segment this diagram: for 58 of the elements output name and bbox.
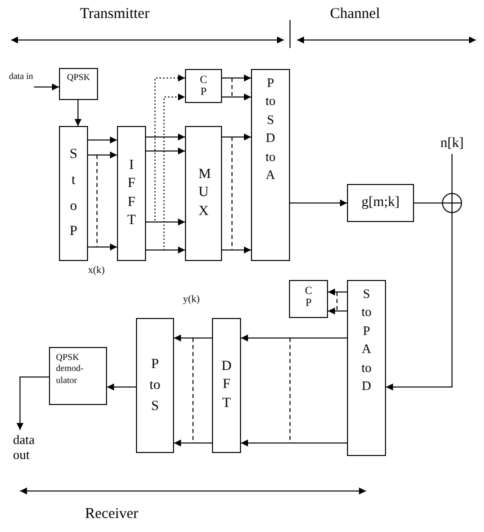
arrow xyxy=(146,218,186,226)
block-label: g[m;k] xyxy=(361,195,400,211)
block-label: C P xyxy=(198,74,208,98)
arrow xyxy=(222,94,252,100)
arrow xyxy=(328,308,348,314)
block-label: QPSK demod- ulator xyxy=(56,352,84,386)
arrow xyxy=(146,74,186,222)
arrow xyxy=(88,244,118,250)
process-box xyxy=(251,69,290,261)
process-box xyxy=(347,280,386,456)
process-box xyxy=(136,318,174,453)
block-label: S t o P xyxy=(68,146,78,242)
arrow xyxy=(88,136,118,144)
arrow xyxy=(146,94,186,250)
arrow xyxy=(328,288,348,296)
arrow xyxy=(146,148,186,154)
arrow xyxy=(240,440,348,446)
arrow xyxy=(222,246,252,254)
arrow xyxy=(106,384,136,390)
arrow xyxy=(34,84,60,90)
adder-circle xyxy=(442,193,462,213)
arrow xyxy=(88,152,118,158)
arrow xyxy=(386,212,452,390)
arrow xyxy=(74,100,82,126)
block-label: QPSK xyxy=(66,73,90,83)
block-label: I F F T xyxy=(126,157,136,230)
arrow xyxy=(222,134,252,140)
arrow xyxy=(16,376,50,430)
process-box xyxy=(185,69,222,103)
text-label: y(k) xyxy=(183,294,200,305)
process-box xyxy=(212,318,241,453)
process-box xyxy=(289,280,328,318)
signal-label: data in xyxy=(8,70,34,82)
process-box xyxy=(49,347,107,405)
text-label: x(k) xyxy=(88,265,105,276)
arrow xyxy=(146,134,186,140)
block-label: M U X xyxy=(198,166,208,221)
block-label: P to S D to A xyxy=(264,74,277,184)
arrow xyxy=(174,334,212,342)
process-box xyxy=(59,126,88,261)
block-label: S to P A to D xyxy=(360,285,373,396)
block-label: C P xyxy=(304,285,314,310)
signal-label: data out xyxy=(13,433,36,463)
process-box xyxy=(59,68,98,100)
arrow xyxy=(240,334,348,342)
block-label: D F T xyxy=(222,358,232,413)
block-label: P to S xyxy=(148,356,162,416)
process-box xyxy=(347,184,414,222)
text-label: Receiver xyxy=(85,506,138,523)
process-box xyxy=(185,126,222,261)
arrow xyxy=(290,200,348,206)
arrow xyxy=(222,74,252,82)
signal-label: n[k] xyxy=(440,136,464,152)
arrow xyxy=(146,246,186,254)
arrow xyxy=(174,440,212,446)
text-label: Transmitter xyxy=(80,6,150,23)
process-box xyxy=(117,126,146,261)
text-label: Channel xyxy=(330,6,380,23)
